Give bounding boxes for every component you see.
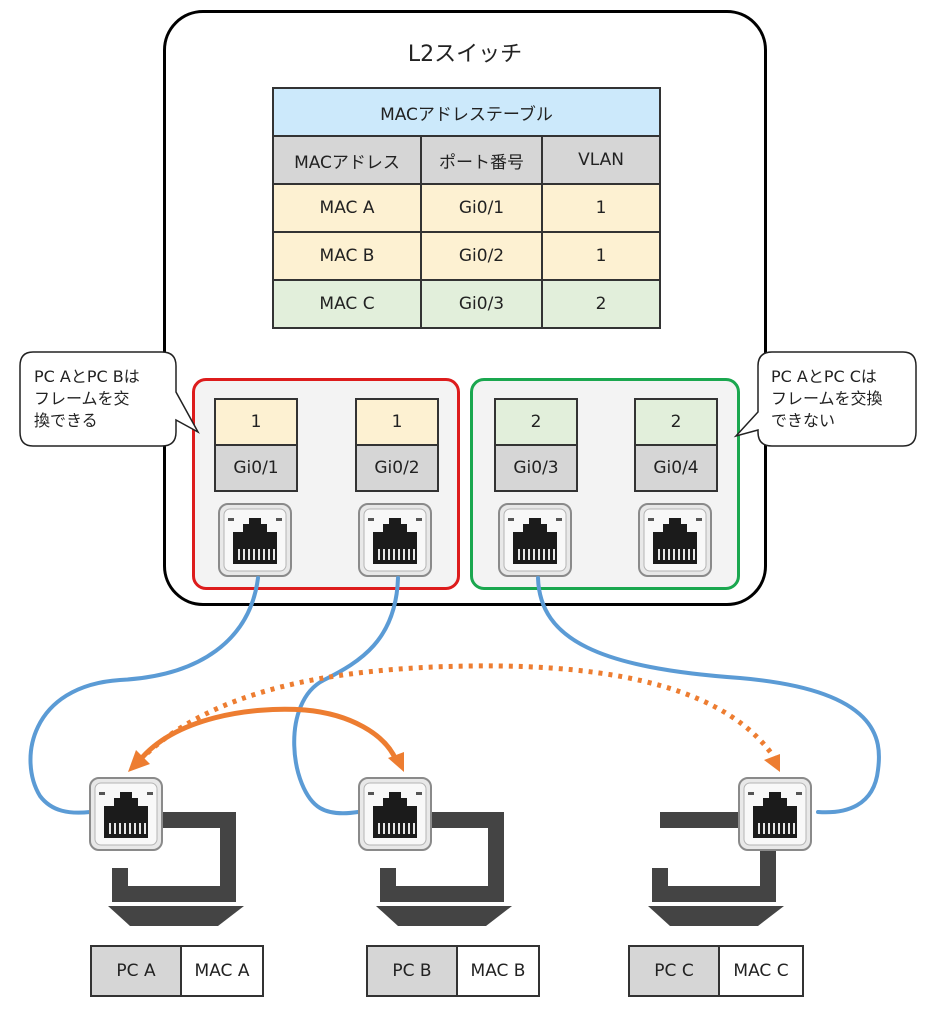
callout-right: PC AとPC Cは フレームを交換 できない [733,351,917,447]
pc-mac: MAC B [458,947,538,995]
column-header-vlan: VLAN [541,135,661,185]
callout-left-line-1: PC AとPC Bは [34,367,140,386]
rj45-port-icon [638,503,712,577]
rj45-port-icon [218,503,292,577]
pc-c-label: PC C MAC C [628,945,804,997]
rj45-port-icon [89,777,163,851]
table-cell: Gi0/2 [420,231,543,281]
pc-mac: MAC C [720,947,802,995]
callout-right-line-1: PC AとPC Cは [771,367,877,386]
rj45-port-icon [358,777,432,851]
port-vlan-label: 1 [355,398,439,446]
callout-left-line-3: 換できる [34,411,98,430]
port-name-label: Gi0/1 [214,446,298,492]
column-header-mac: MACアドレス [272,135,422,185]
callout-left-line-2: フレームを交 [34,389,130,408]
cable-pc-c [536,576,881,815]
pc-name: PC A [92,947,182,995]
table-row: MAC C Gi0/3 2 [272,279,661,329]
pc-mac: MAC A [182,947,262,995]
pc-name: PC C [630,947,720,995]
table-cell: Gi0/1 [420,183,543,233]
callout-left: PC AとPC Bは フレームを交 換できる [19,351,200,447]
rj45-port-icon [358,503,432,577]
table-cell: 2 [541,279,661,329]
table-cell: MAC C [272,279,422,329]
switch-title: L2スイッチ [407,42,523,67]
table-cell: 1 [541,183,661,233]
column-header-port: ポート番号 [420,135,543,185]
cables [28,576,881,816]
frame-blocked-arrow [138,663,780,772]
table-cell: Gi0/3 [420,279,543,329]
mac-address-table: MACアドレステーブル MACアドレス ポート番号 VLAN MAC A Gi0… [272,87,661,329]
pc-b-label: PC B MAC B [366,945,540,997]
port-name-label: Gi0/3 [494,446,578,492]
rj45-port-icon [498,503,572,577]
port-vlan-label: 1 [214,398,298,446]
callout-right-line-3: できない [771,411,835,430]
mac-table-title: MACアドレステーブル [272,87,661,137]
cable-pc-b [292,576,400,816]
port-vlan-label: 2 [634,398,718,446]
cable-pc-a [28,576,260,815]
frame-exchange-arrow [128,706,404,772]
port-name-label: Gi0/4 [634,446,718,492]
table-cell: MAC B [272,231,422,281]
table-cell: 1 [541,231,661,281]
port-name-label: Gi0/2 [355,446,439,492]
port-vlan-label: 2 [494,398,578,446]
table-row: MAC A Gi0/1 1 [272,183,661,233]
callout-right-line-2: フレームを交換 [771,389,883,408]
pc-a-label: PC A MAC A [90,945,264,997]
rj45-port-icon [738,777,812,851]
table-row: MAC B Gi0/2 1 [272,231,661,281]
pc-name: PC B [368,947,458,995]
table-cell: MAC A [272,183,422,233]
